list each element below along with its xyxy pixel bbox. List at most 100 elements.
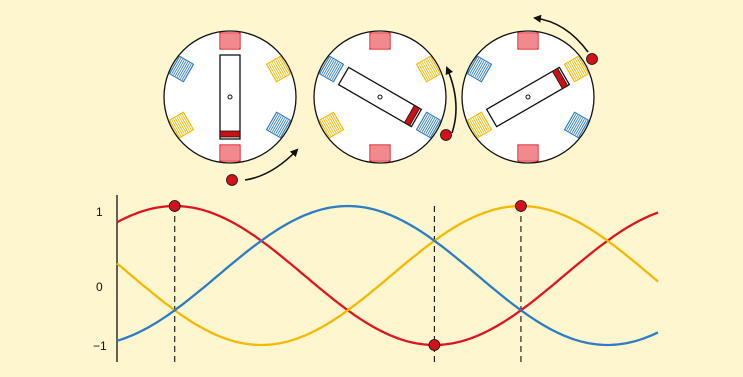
coil-winding <box>425 59 436 77</box>
red-phase-curve <box>116 204 659 347</box>
coil-winding <box>469 119 480 137</box>
coil-winding <box>174 59 185 77</box>
coil-winding <box>275 59 286 77</box>
phase-chart: 1 0 −1 <box>93 195 659 362</box>
coil-winding <box>428 119 439 137</box>
rotation-arrows <box>244 14 589 181</box>
coil-winding <box>427 58 437 76</box>
dashed-guides <box>174 206 522 362</box>
coil-winding <box>568 114 578 132</box>
coil-winding <box>277 58 287 76</box>
coil-yellow-lower-left <box>168 111 195 139</box>
rotor-marker-3 <box>586 53 598 65</box>
coil-winding <box>181 63 192 81</box>
motor-3 <box>461 30 595 164</box>
rotor-axle <box>377 94 383 100</box>
coil-yellow-upper-right <box>265 55 292 83</box>
coil-yellow-lower-left <box>318 111 345 139</box>
motor-2 <box>313 30 447 164</box>
coil-winding <box>278 57 289 75</box>
coil-winding <box>171 57 182 75</box>
coil-red-bottom <box>369 144 391 162</box>
yellow-phase-curve <box>116 204 659 347</box>
coil-winding <box>474 60 485 78</box>
coil-winding <box>566 63 577 81</box>
rotor-stripe <box>219 130 241 138</box>
rotation-arrow-2 <box>445 66 457 134</box>
coil-winding <box>418 113 429 131</box>
motor-1 <box>163 30 297 164</box>
coil-winding <box>328 61 339 79</box>
rotor <box>219 54 241 140</box>
rotor-axle <box>525 94 531 100</box>
coil-winding <box>278 119 289 137</box>
rotor-marker-1 <box>226 174 238 186</box>
coil-winding <box>331 113 342 131</box>
coil-winding <box>178 61 189 79</box>
coil-winding <box>476 61 487 79</box>
rotor-axle <box>227 94 233 100</box>
phase-curves <box>116 204 659 347</box>
peak-marker-1 <box>168 200 181 212</box>
coil-winding <box>576 119 587 137</box>
coil-winding <box>478 114 488 132</box>
coil-winding <box>423 116 434 134</box>
coil-winding <box>472 117 483 135</box>
coil-winding <box>180 114 190 132</box>
coil-winding <box>569 115 580 133</box>
coil-winding <box>571 116 582 134</box>
coil-winding <box>476 115 487 133</box>
coil-winding <box>323 58 333 76</box>
y-tick-label-1: 1 <box>96 205 103 219</box>
coil-winding <box>271 61 282 79</box>
coil-yellow-lower-left <box>466 111 493 139</box>
coil-winding <box>428 57 439 75</box>
coil-winding <box>472 59 483 77</box>
y-tick-label-0: 0 <box>96 280 103 294</box>
coil-winding <box>474 116 485 134</box>
coil-blue-lower-right <box>563 111 590 139</box>
coil-winding <box>323 118 333 136</box>
coil-winding <box>324 59 335 77</box>
coil-winding <box>573 59 584 77</box>
coil-red-top <box>517 32 539 50</box>
rotor-markers <box>226 53 598 186</box>
coil-red-bottom <box>517 144 539 162</box>
coil-winding <box>425 117 436 135</box>
coil-winding <box>478 62 488 80</box>
coil-winding <box>270 114 280 132</box>
coil-winding <box>277 118 287 136</box>
coil-winding <box>423 60 434 78</box>
coil-winding <box>268 63 279 81</box>
coil-winding <box>471 118 481 136</box>
coil-winding <box>328 115 339 133</box>
coil-winding <box>469 57 480 75</box>
coil-winding <box>571 60 582 78</box>
coil-blue-lower-right <box>265 111 292 139</box>
coil-winding <box>575 118 585 136</box>
coil-winding <box>324 117 335 135</box>
coil-winding <box>268 113 279 131</box>
coil-winding <box>275 117 286 135</box>
coil-winding <box>176 60 187 78</box>
coil-winding <box>569 61 580 79</box>
coil-winding <box>180 62 190 80</box>
rotor-stripe <box>403 104 421 127</box>
coil-winding <box>176 116 187 134</box>
coil-winding <box>575 58 585 76</box>
coil-blue-lower-right <box>415 111 442 139</box>
peak-marker-3 <box>515 200 527 212</box>
coil-winding <box>171 119 182 137</box>
coil-yellow-upper-right <box>563 55 590 83</box>
peak-markers <box>168 200 527 351</box>
coil-blue-upper-left <box>168 55 195 83</box>
coil-winding <box>270 62 280 80</box>
coil-winding <box>479 113 490 131</box>
coil-winding <box>330 62 340 80</box>
coil-winding <box>576 57 587 75</box>
coil-winding <box>330 114 340 132</box>
coil-blue-upper-left <box>466 55 493 83</box>
coil-red-top <box>219 32 241 50</box>
coil-winding <box>418 63 429 81</box>
coil-winding <box>321 57 332 75</box>
